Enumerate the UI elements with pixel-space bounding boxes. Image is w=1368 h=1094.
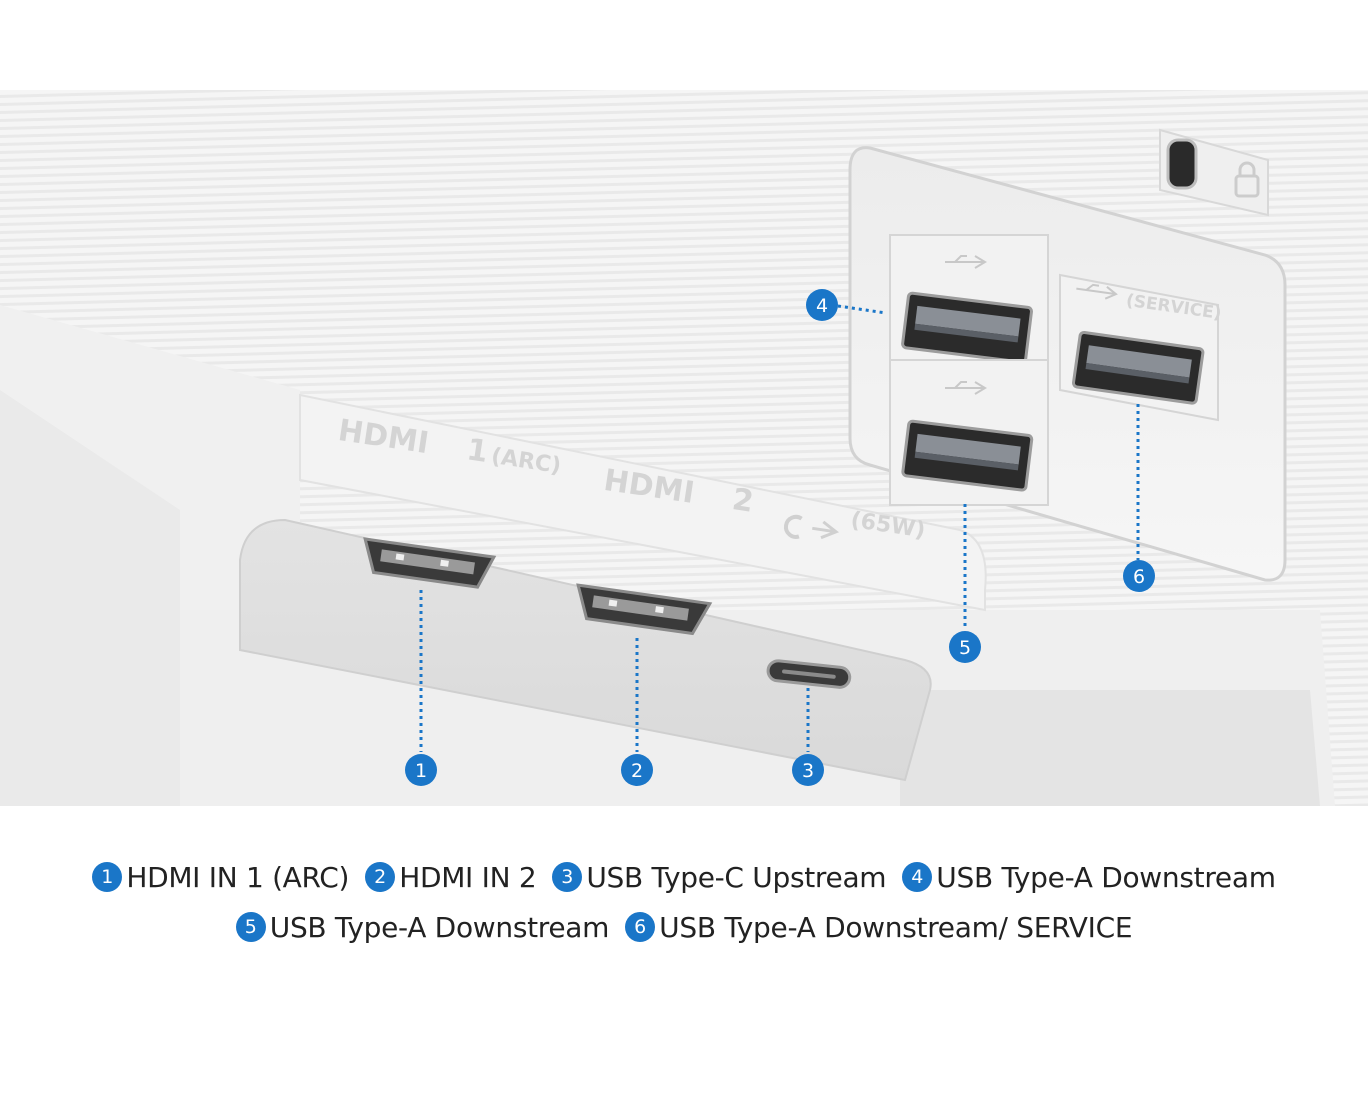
callout-badge-1: 1	[405, 754, 437, 786]
legend-row-1: 1 HDMI IN 1 (ARC) 2 HDMI IN 2 3 USB Type…	[0, 852, 1368, 902]
legend-number-badge: 1	[92, 862, 123, 892]
hdmi-port-1	[363, 537, 497, 589]
usb-symbol-icon	[945, 255, 987, 269]
lower-body-shadow	[900, 690, 1320, 806]
hdmi1-number-embossed: 1	[464, 432, 490, 470]
legend-number-badge: 3	[552, 862, 583, 892]
svg-text:2: 2	[631, 760, 643, 782]
legend-label: USB Type-A Downstream	[269, 910, 610, 944]
port-legend: 1 HDMI IN 1 (ARC) 2 HDMI IN 2 3 USB Type…	[0, 852, 1368, 952]
legend-item-usb-c-upstream: 3 USB Type-C Upstream	[552, 860, 887, 894]
legend-label: HDMI IN 2	[399, 860, 537, 894]
legend-item-usb-a-downstream-5: 5 USB Type-A Downstream	[235, 910, 610, 944]
monitor-rear-ports-photo: HDMI 1 (ARC) HDMI 2 (65W)	[0, 90, 1368, 806]
legend-row-2: 5 USB Type-A Downstream 6 USB Type-A Dow…	[0, 902, 1368, 952]
lower-body-left	[0, 390, 180, 806]
legend-number-badge: 2	[365, 862, 396, 892]
label-strip	[299, 393, 987, 612]
legend-number-badge: 5	[235, 912, 266, 942]
usb-a-port-6: (SERVICE)	[1059, 273, 1223, 422]
legend-label: USB Type-A Downstream/ SERVICE	[659, 910, 1133, 944]
usbc-logo-icon	[784, 514, 840, 540]
legend-item-hdmi-in-1: 1 HDMI IN 1 (ARC)	[92, 861, 349, 894]
callout-badge-3: 3	[792, 754, 824, 786]
legend-number-badge: 4	[902, 862, 933, 892]
svg-text:4: 4	[816, 295, 828, 317]
usb-a-port-5	[889, 359, 1049, 506]
legend-item-hdmi-in-2: 2 HDMI IN 2	[365, 860, 537, 894]
callout-badge-5: 5	[949, 631, 981, 663]
legend-label: USB Type-C Upstream	[586, 860, 887, 894]
svg-text:5: 5	[959, 637, 971, 659]
hdmi2-number-embossed: 2	[730, 482, 756, 520]
legend-label: USB Type-A Downstream	[936, 860, 1276, 894]
legend-number-badge: 6	[625, 912, 656, 942]
port-shelf	[239, 518, 932, 782]
legend-label: HDMI IN 1 (ARC)	[126, 860, 350, 894]
svg-text:6: 6	[1133, 566, 1145, 588]
svg-text:3: 3	[802, 760, 814, 782]
callout-badge-2: 2	[621, 754, 653, 786]
usb-a-port-4	[889, 234, 1049, 374]
usb-symbol-icon	[945, 381, 987, 395]
usb-symbol-icon	[1076, 283, 1118, 300]
usbc-port	[766, 659, 852, 689]
kensington-slot	[1166, 138, 1198, 190]
hdmi-port-2	[576, 583, 713, 636]
svg-text:1: 1	[415, 760, 427, 782]
callout-badge-6: 6	[1123, 560, 1155, 592]
lock-icon	[1234, 161, 1260, 198]
legend-item-usb-a-downstream-4: 4 USB Type-A Downstream	[902, 860, 1276, 894]
callout-badge-4: 4	[806, 289, 838, 321]
legend-item-usb-a-downstream-service: 6 USB Type-A Downstream/ SERVICE	[625, 910, 1133, 944]
leader-lines	[419, 304, 1140, 752]
